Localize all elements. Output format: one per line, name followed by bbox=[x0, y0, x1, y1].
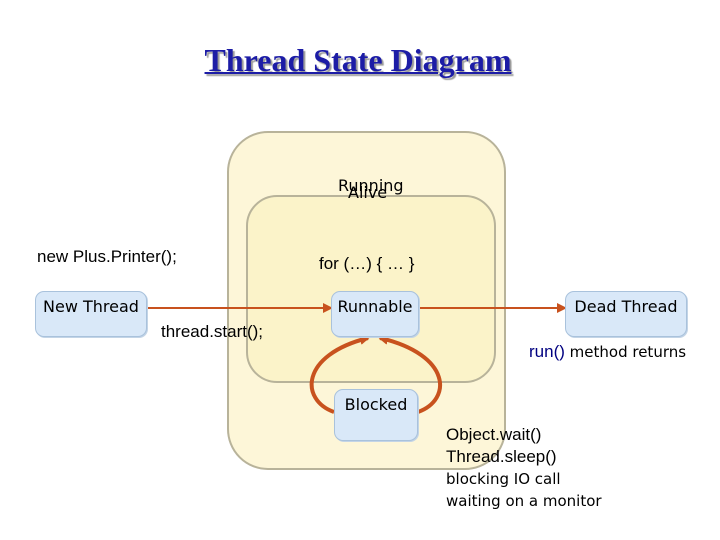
state-runnable-label: Runnable bbox=[337, 297, 413, 316]
start-call-label: thread.start(); bbox=[161, 322, 264, 341]
state-runnable: Runnable bbox=[331, 291, 419, 337]
state-blocked-label: Blocked bbox=[344, 395, 408, 414]
blocked-reason-io: blocking IO call bbox=[446, 470, 561, 488]
block-transition-arrow bbox=[309, 335, 370, 414]
blocked-reason-wait: Object.wait() bbox=[446, 425, 542, 444]
run-returns-text: method returns bbox=[564, 343, 687, 361]
constructor-call-label: new Plus.Printer(); bbox=[37, 247, 177, 266]
running-region bbox=[246, 195, 496, 383]
state-dead-thread-label: Dead Thread bbox=[574, 297, 678, 316]
unblock-transition-arrow bbox=[378, 334, 442, 414]
running-region-label: Running bbox=[338, 176, 404, 195]
state-new-thread: New Thread bbox=[35, 291, 147, 337]
state-dead-thread: Dead Thread bbox=[565, 291, 687, 337]
state-blocked: Blocked bbox=[334, 389, 418, 441]
blocked-reason-monitor: waiting on a monitor bbox=[446, 492, 602, 510]
blocked-reason-sleep: Thread.sleep() bbox=[446, 447, 557, 466]
state-new-thread-label: New Thread bbox=[43, 297, 139, 316]
alive-region-label: Alive bbox=[348, 183, 388, 202]
page-title: Thread State Diagram bbox=[204, 42, 512, 78]
run-returns-label: run() method returns bbox=[529, 342, 686, 362]
blocked-reasons-list: Object.wait() Thread.sleep() blocking IO… bbox=[446, 424, 602, 512]
loop-label: for (…) { … } bbox=[319, 254, 415, 273]
run-method-code: run() bbox=[529, 342, 565, 361]
